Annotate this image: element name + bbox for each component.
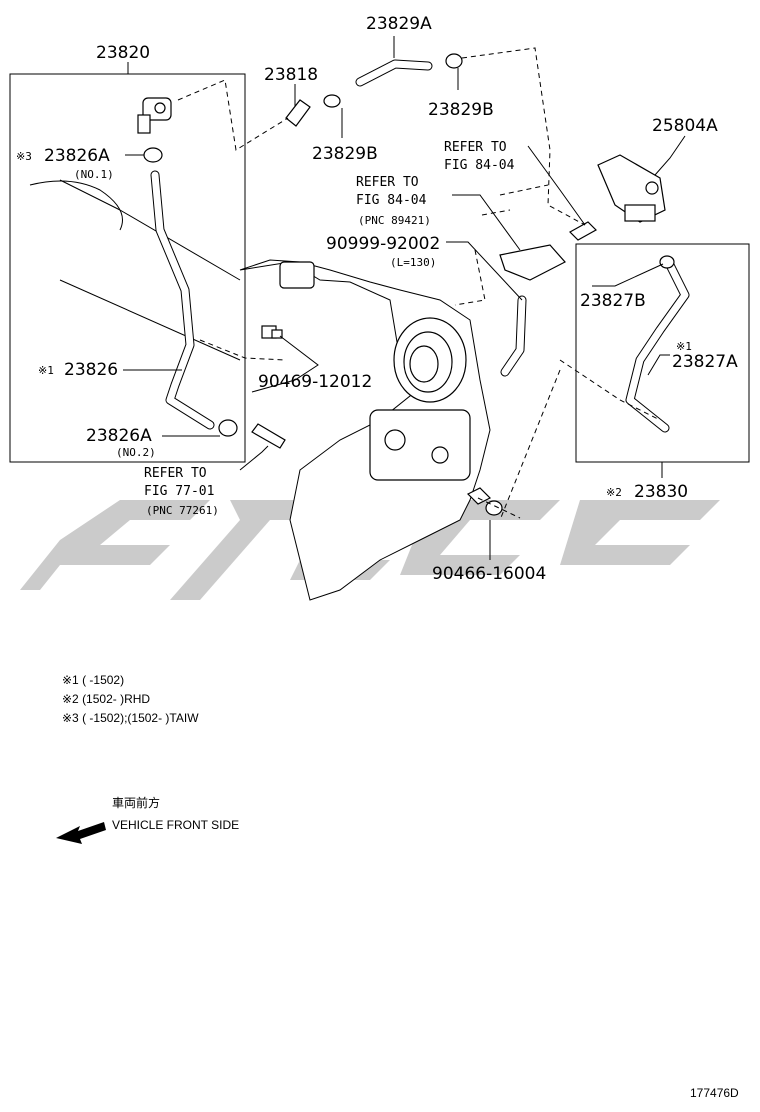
note-90999: (L=130) xyxy=(390,256,436,269)
hose-23827A xyxy=(625,260,690,433)
ref1-line1: REFER TO xyxy=(444,140,507,155)
vsv-25804A xyxy=(597,154,666,223)
label-23829B-left: 23829B xyxy=(312,144,378,164)
mark-23830: ※2 xyxy=(606,486,622,499)
ref2-line1: REFER TO xyxy=(356,175,419,190)
figure-id: 177476D xyxy=(690,1086,739,1100)
mark-23826: ※1 xyxy=(38,364,54,377)
mark-23826A-top: ※3 xyxy=(16,150,32,163)
front-label-jp: 車両前方 xyxy=(112,795,160,810)
mark-23827A: ※1 xyxy=(676,340,692,353)
group-box-23820 xyxy=(9,73,246,463)
hose-23829A xyxy=(355,59,433,87)
front-label-en: VEHICLE FRONT SIDE xyxy=(112,818,239,832)
note-23826A-top: (NO.1) xyxy=(74,168,114,181)
bracket-89421 xyxy=(499,244,566,281)
label-23826: 23826 xyxy=(64,360,118,380)
ref3-pnc: (PNC 77261) xyxy=(146,504,219,517)
vsv-23820 xyxy=(137,97,172,134)
front-arrow-icon xyxy=(56,822,106,844)
dashed-guides xyxy=(177,47,661,521)
note-23826A-bottom: (NO.2) xyxy=(116,446,156,459)
hose-23826 xyxy=(150,170,215,430)
clamp-23829B-right xyxy=(445,53,463,69)
clamp-90466-16004 xyxy=(485,500,503,516)
footnote-1: ※1 ( -1502) xyxy=(62,673,124,687)
clamp-23826A-no2 xyxy=(218,419,238,437)
pipe-23818 xyxy=(285,99,311,127)
footnote-3: ※3 ( -1502);(1502- )TAIW xyxy=(62,711,199,725)
label-23826A-bottom: 23826A xyxy=(86,426,152,446)
footnote-2: ※2 (1502- )RHD xyxy=(62,692,150,706)
label-23820: 23820 xyxy=(96,43,150,63)
leader-lines xyxy=(123,36,686,560)
ref1-line2: FIG 84-04 xyxy=(444,158,515,173)
label-23830: 23830 xyxy=(634,482,688,502)
ref2-line2: FIG 84-04 xyxy=(356,193,427,208)
label-90466-16004: 90466-16004 xyxy=(432,564,546,584)
label-25804A: 25804A xyxy=(652,116,718,136)
ref2-pnc: (PNC 89421) xyxy=(358,214,431,227)
clamp-23829B-left xyxy=(323,94,341,108)
label-23829B-right: 23829B xyxy=(428,100,494,120)
throttle-body-assembly xyxy=(29,179,491,601)
label-90999-92002: 90999-92002 xyxy=(326,234,440,254)
ref3-line1: REFER TO xyxy=(144,466,207,481)
ref3-line2: FIG 77-01 xyxy=(144,484,214,499)
clamp-23827B xyxy=(659,255,675,269)
clamp-23826A-no1 xyxy=(143,147,163,163)
pipe-77261 xyxy=(251,423,286,449)
hose-90999-92002 xyxy=(500,295,527,377)
label-23826A-top: 23826A xyxy=(44,146,110,166)
clip-90469-12012 xyxy=(261,325,283,339)
label-90469-12012: 90469-12012 xyxy=(258,372,372,392)
label-23827A: 23827A xyxy=(672,352,738,372)
label-23818: 23818 xyxy=(264,65,318,85)
label-23829A: 23829A xyxy=(366,14,432,34)
label-23827B: 23827B xyxy=(580,291,646,311)
bolt xyxy=(569,221,597,241)
